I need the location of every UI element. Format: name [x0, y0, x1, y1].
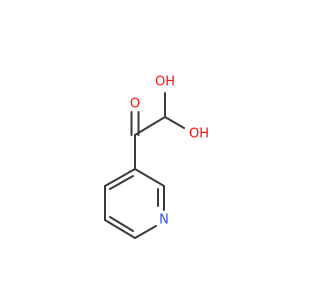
- bond-ring-c3-c4: [104, 168, 136, 187]
- bond-c2-oh-right: [164, 116, 185, 129]
- bond-ring-c5-c6: [104, 219, 136, 239]
- bond-ring-c6-n: [134, 225, 157, 239]
- ring-nitrogen-label: N: [159, 213, 169, 228]
- carbonyl-oxygen-label: O: [130, 97, 140, 112]
- bond-ring-c2-c3: [134, 168, 165, 187]
- bond-c1-c2: [134, 116, 166, 136]
- bond-ring-inner-c3-c4: [109, 175, 134, 190]
- hydroxyl-right-label: OH: [189, 127, 209, 142]
- bonds: [104, 92, 185, 239]
- molecule-diagram: O OH OH N: [104, 75, 209, 239]
- bond-ring-inner-c5-c6: [109, 216, 134, 232]
- structure-canvas: O OH OH N: [104, 75, 209, 239]
- hydroxyl-top-label: OH: [155, 75, 175, 90]
